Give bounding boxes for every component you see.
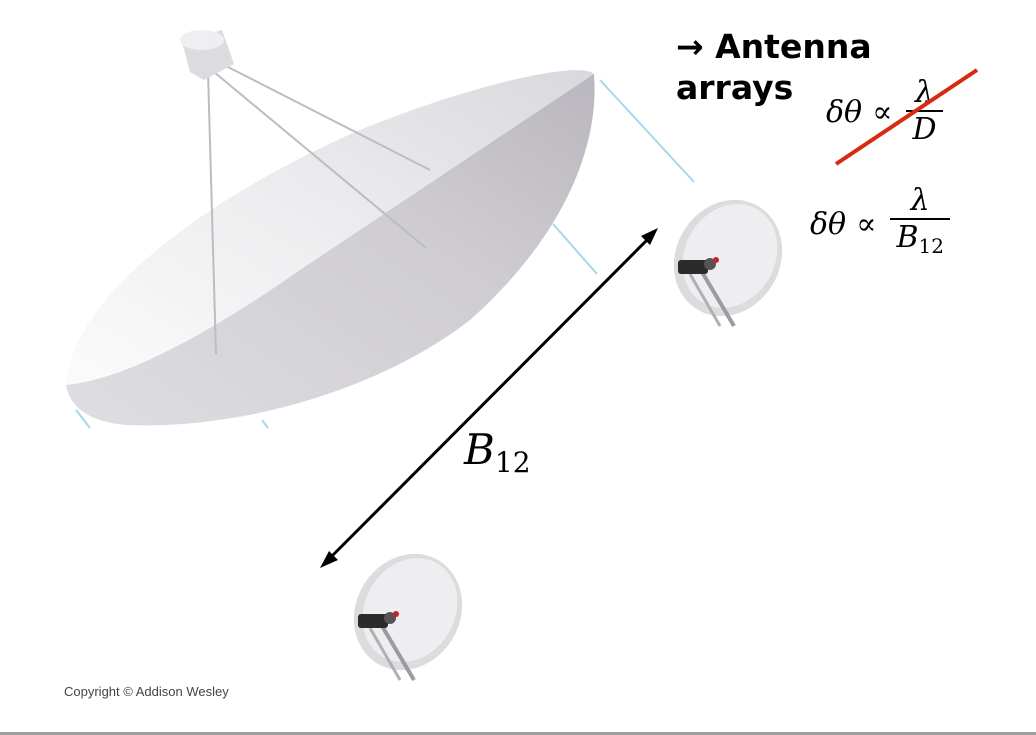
- bottom-rule: [0, 732, 1036, 735]
- slide-title: → Antenna arrays: [676, 27, 872, 107]
- baseline-label-main: B: [464, 425, 495, 474]
- equation-array-symbol: ∝: [856, 206, 877, 242]
- baseline-label: B12: [464, 425, 531, 479]
- equation-array-numerator: λ: [910, 183, 930, 218]
- equation-struck-lhs: δθ: [826, 94, 863, 130]
- equation-array-denominator: B12: [890, 220, 950, 264]
- copyright-text: Copyright © Addison Wesley: [64, 684, 229, 699]
- equation-struck-denominator: D: [912, 112, 937, 147]
- fraction-bar-2: [890, 218, 950, 220]
- fraction-bar: [906, 110, 943, 112]
- small-satellite-dish-icon: [673, 199, 783, 328]
- equation-array-lhs: δθ: [810, 206, 847, 242]
- baseline-label-sub: 12: [494, 446, 531, 479]
- small-satellite-dish-icon-2: [353, 553, 463, 682]
- equation-array-denominator-sub: 12: [918, 234, 944, 258]
- equation-array-denominator-main: B: [896, 220, 919, 255]
- equation-struck-symbol: ∝: [872, 94, 893, 130]
- equation-array: δθ ∝ λ B12: [810, 184, 950, 264]
- equation-array-fraction: λ B12: [890, 184, 950, 264]
